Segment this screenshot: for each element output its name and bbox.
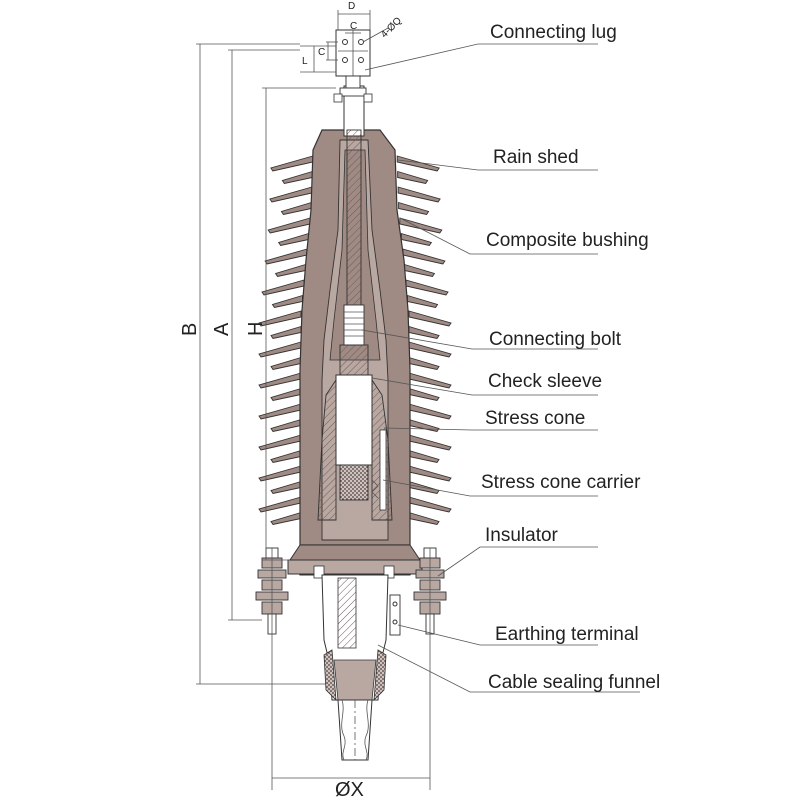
central-conductor (339, 85, 369, 376)
label-composite-bushing: Composite bushing (486, 230, 649, 251)
stress-cone-assembly (317, 374, 393, 521)
insulator-right (413, 547, 447, 635)
callout-labels: Connecting lug Rain shed Composite bushi… (481, 22, 660, 693)
rain-shed-right (397, 186, 441, 203)
rain-shed-right (408, 418, 440, 433)
insulator-left (255, 547, 289, 635)
rain-shed-right (408, 387, 440, 402)
dim-b: B (179, 323, 201, 336)
rain-shed-right (402, 248, 446, 265)
rain-shed-left (270, 356, 302, 371)
dim-d: D (348, 1, 355, 12)
rain-shed-left (258, 310, 302, 327)
rain-shed-left (270, 449, 302, 464)
rain-shed-right (407, 294, 439, 309)
rain-shed-right (408, 449, 440, 464)
rain-shed-left (269, 186, 313, 203)
label-connecting-lug: Connecting lug (490, 22, 617, 43)
rain-shed-left (258, 465, 302, 482)
cable-sealing-funnel (321, 574, 401, 702)
rain-shed-right (408, 465, 452, 482)
rain-shed-right (404, 263, 436, 278)
connecting-bolt-threads (344, 311, 364, 337)
rain-shed-right (400, 232, 433, 247)
rain-shed-right (408, 496, 452, 513)
rain-shed-right (398, 201, 430, 216)
dim-a: A (211, 322, 233, 336)
label-earthing-terminal: Earthing terminal (495, 624, 639, 645)
rain-shed-left (271, 294, 303, 309)
dim-x: ØX (335, 779, 364, 800)
rain-shed-right (396, 155, 440, 172)
rain-shed-left (264, 248, 308, 265)
dim-l: L (302, 56, 308, 67)
label-insulator: Insulator (485, 525, 559, 546)
dim-holes: 4-ØQ (379, 15, 404, 40)
label-check-sleeve: Check sleeve (488, 371, 602, 392)
rain-shed-left (280, 201, 312, 216)
rain-shed-right (408, 403, 452, 420)
rain-shed-right (408, 356, 440, 371)
dim-c-top: C (350, 21, 357, 32)
callout-leaders (361, 43, 640, 693)
dim-h: H (245, 322, 267, 336)
label-stress-cone-carrier: Stress cone carrier (481, 472, 641, 493)
rain-shed-left (267, 217, 311, 234)
dim-c-side: C (318, 47, 325, 58)
dimension-lines (196, 10, 431, 790)
rain-shed-right (408, 310, 452, 327)
rain-shed-left (258, 372, 302, 389)
rain-shed-left (258, 341, 302, 358)
rain-shed-right (399, 217, 443, 234)
rain-shed-left (270, 511, 302, 526)
rain-shed-left (281, 170, 313, 185)
label-rain-shed: Rain shed (493, 147, 579, 168)
rain-sheds (258, 155, 452, 526)
label-stress-cone: Stress cone (485, 408, 585, 429)
label-cable-sealing-funnel: Cable sealing funnel (488, 672, 660, 693)
rain-shed-left (277, 232, 310, 247)
connecting-lug (333, 29, 373, 103)
rain-shed-left (270, 418, 302, 433)
rain-shed-right (397, 170, 429, 185)
rain-shed-right (405, 279, 449, 296)
cable (337, 699, 373, 761)
rain-shed-right (408, 434, 452, 451)
label-connecting-bolt: Connecting bolt (489, 329, 622, 350)
rain-shed-right (408, 325, 440, 340)
base-flange (287, 544, 423, 579)
rain-shed-left (258, 403, 302, 420)
rain-shed-left (258, 434, 302, 451)
rain-shed-left (270, 155, 314, 172)
rain-shed-left (270, 480, 302, 495)
dimension-labels: D C C L 4-ØQ B A H ØX (179, 1, 404, 800)
rain-shed-right (408, 511, 440, 526)
rain-shed-left (261, 279, 305, 296)
rain-shed-left (274, 263, 306, 278)
rain-shed-left (258, 496, 302, 513)
rain-shed-left (270, 325, 302, 340)
rain-shed-left (270, 387, 302, 402)
